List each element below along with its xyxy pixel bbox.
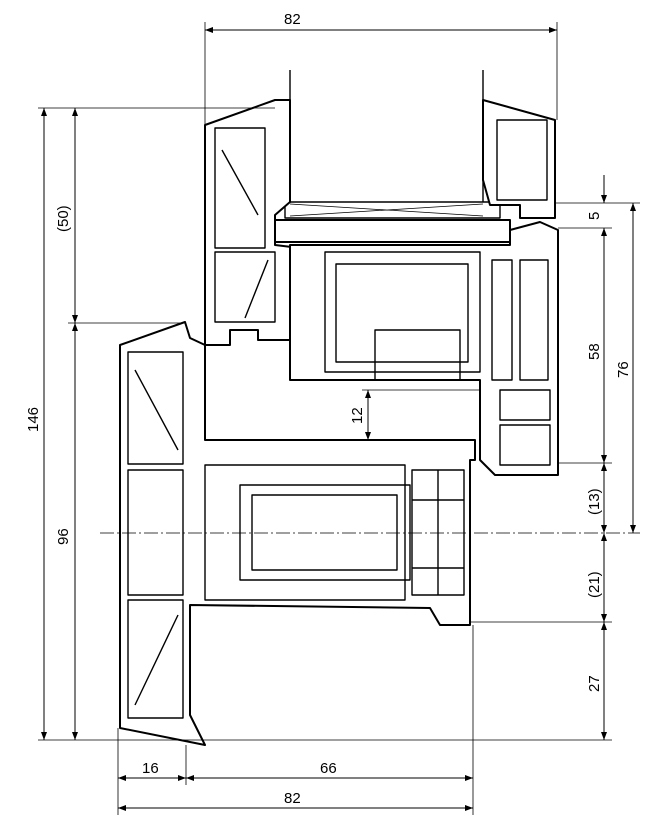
dim-frame-lower: 27: [586, 675, 603, 692]
dim-glass-gap: 5: [586, 212, 603, 220]
sash-profile: [204, 99, 559, 476]
dim-overlap: (13): [586, 488, 603, 515]
dim-frame-upper: (21): [586, 571, 603, 598]
dimension-lines: [41, 27, 636, 811]
dim-bottom-width: 82: [284, 790, 301, 807]
dim-bottom-left: 16: [142, 760, 159, 777]
frame-profile: [119, 321, 476, 746]
dim-sash-visible: (50): [55, 205, 72, 232]
glass-pane: [274, 70, 511, 243]
dim-sash-height: 58: [586, 343, 603, 360]
dim-sash-total: 76: [615, 361, 632, 378]
dim-frame-height: 96: [55, 528, 72, 545]
dim-rebate: 12: [349, 407, 366, 424]
dim-bottom-mid: 66: [320, 760, 337, 777]
dim-top-width: 82: [284, 11, 301, 28]
dim-total-height: 146: [25, 407, 42, 432]
